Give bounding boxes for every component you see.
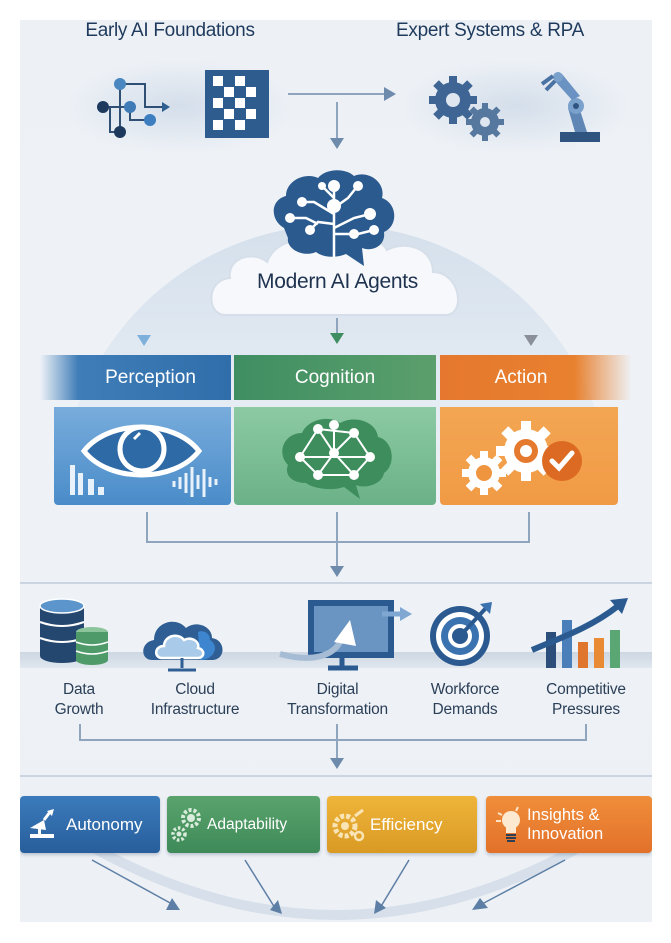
section-divider-2	[20, 775, 652, 777]
bottom-arc	[77, 840, 595, 920]
driver-competitive-pressures: Competitive Pressures	[530, 680, 642, 720]
outcome-label: Insights & Innovation	[527, 806, 603, 844]
cognition-label: Cognition	[294, 366, 376, 388]
outcome-label-line1: Insights &	[527, 805, 600, 824]
agents-title: Modern AI Agents	[257, 270, 418, 293]
brain-circuit-icon	[273, 170, 395, 266]
arrow-to-cognition	[330, 333, 344, 344]
driver-line2: Infrastructure	[150, 701, 240, 718]
arrow-head-adaptability	[270, 900, 282, 914]
connector-drivers-horizontal	[79, 739, 587, 741]
driver-line2: Demands	[432, 701, 498, 718]
outcome-autonomy: Autonomy	[20, 796, 160, 853]
outcome-adaptability: Adaptability	[167, 796, 320, 853]
connector-cognition	[336, 512, 338, 568]
driver-digital-transformation: Digital Transformation	[270, 680, 405, 720]
card-action	[440, 407, 618, 505]
connector-digital	[336, 724, 338, 758]
connector-competitive	[585, 724, 587, 740]
arrow-to-drivers	[330, 566, 344, 577]
section-divider-1	[20, 582, 652, 584]
outcome-insights-innovation: Insights & Innovation	[486, 796, 652, 853]
driver-line1: Competitive	[546, 681, 626, 698]
lightbulb-icon	[496, 806, 520, 842]
arrow-autonomy-line	[91, 859, 173, 905]
flowchart-icon	[97, 78, 170, 138]
outcome-efficiency: Efficiency	[327, 796, 477, 853]
arrow-head-efficiency	[374, 900, 386, 914]
diagram-panel: Early AI Foundations Expert Systems & RP…	[20, 20, 652, 922]
monitor-arrow-icon	[279, 600, 412, 671]
arrow-to-action	[524, 335, 538, 346]
arrow-efficiency-line	[379, 859, 410, 909]
driver-workforce-demands: Workforce Demands	[410, 680, 520, 720]
gears-icon	[171, 807, 201, 842]
connector-action	[528, 512, 530, 542]
robot-arm-icon	[540, 72, 600, 142]
driver-line2: Growth	[54, 701, 104, 718]
outcome-label: Adaptability	[207, 816, 288, 833]
database-icon	[39, 598, 109, 665]
converging-arrows	[91, 859, 566, 914]
outcome-label: Autonomy	[66, 815, 143, 834]
arrow-to-agents-head	[330, 138, 344, 149]
tab-perception: Perception	[40, 355, 231, 400]
driver-cloud-infrastructure: Cloud Infrastructure	[130, 680, 260, 720]
driver-line1: Workforce	[430, 681, 500, 698]
card-cognition	[234, 407, 436, 505]
early-ai-title: Early AI Foundations	[85, 20, 255, 41]
cloud-network-icon	[143, 621, 223, 672]
driver-line2: Transformation	[287, 701, 388, 718]
arrow-head-insights	[472, 898, 488, 910]
card-perception	[54, 407, 231, 505]
gears-check-icon	[462, 421, 582, 495]
driver-line2: Pressures	[552, 701, 620, 718]
tab-action: Action	[440, 355, 632, 400]
connector-perception	[146, 512, 148, 542]
driver-line1: Data	[63, 681, 95, 698]
connector-data	[79, 724, 81, 740]
arrow-to-expert	[288, 93, 386, 95]
action-label: Action	[494, 366, 548, 388]
arrow-to-agents-line	[336, 102, 338, 140]
outcome-label-line2: Innovation	[527, 824, 604, 843]
arrow-to-outcomes	[330, 758, 344, 769]
target-icon	[430, 602, 492, 666]
growth-chart-icon	[530, 598, 628, 668]
expert-systems-icon-area	[405, 62, 625, 150]
connector-horizontal	[146, 541, 530, 543]
arrow-to-cognition-line	[336, 318, 338, 335]
perception-label: Perception	[105, 366, 196, 388]
tab-cognition: Cognition	[234, 355, 436, 400]
expert-systems-title: Expert Systems & RPA	[396, 20, 584, 41]
arrow-head-right	[384, 87, 396, 101]
driver-line1: Digital	[316, 681, 359, 698]
outcome-label: Efficiency	[370, 815, 443, 834]
early-ai-icon-area	[70, 62, 290, 150]
arrow-to-perception	[137, 335, 151, 346]
arrow-adaptability-line	[244, 859, 276, 909]
driver-data-growth: Data Growth	[34, 680, 124, 720]
eye-waveform-icon	[70, 424, 218, 497]
gears-icon	[429, 76, 504, 141]
arrow-head-autonomy	[166, 898, 180, 910]
gear-speed-icon	[332, 808, 365, 841]
robot-arm-icon	[30, 808, 54, 838]
brain-network-icon	[282, 418, 392, 499]
checkerboard-icon	[205, 70, 269, 138]
arrow-insights-line	[481, 859, 566, 905]
driver-line1: Cloud	[175, 681, 215, 698]
